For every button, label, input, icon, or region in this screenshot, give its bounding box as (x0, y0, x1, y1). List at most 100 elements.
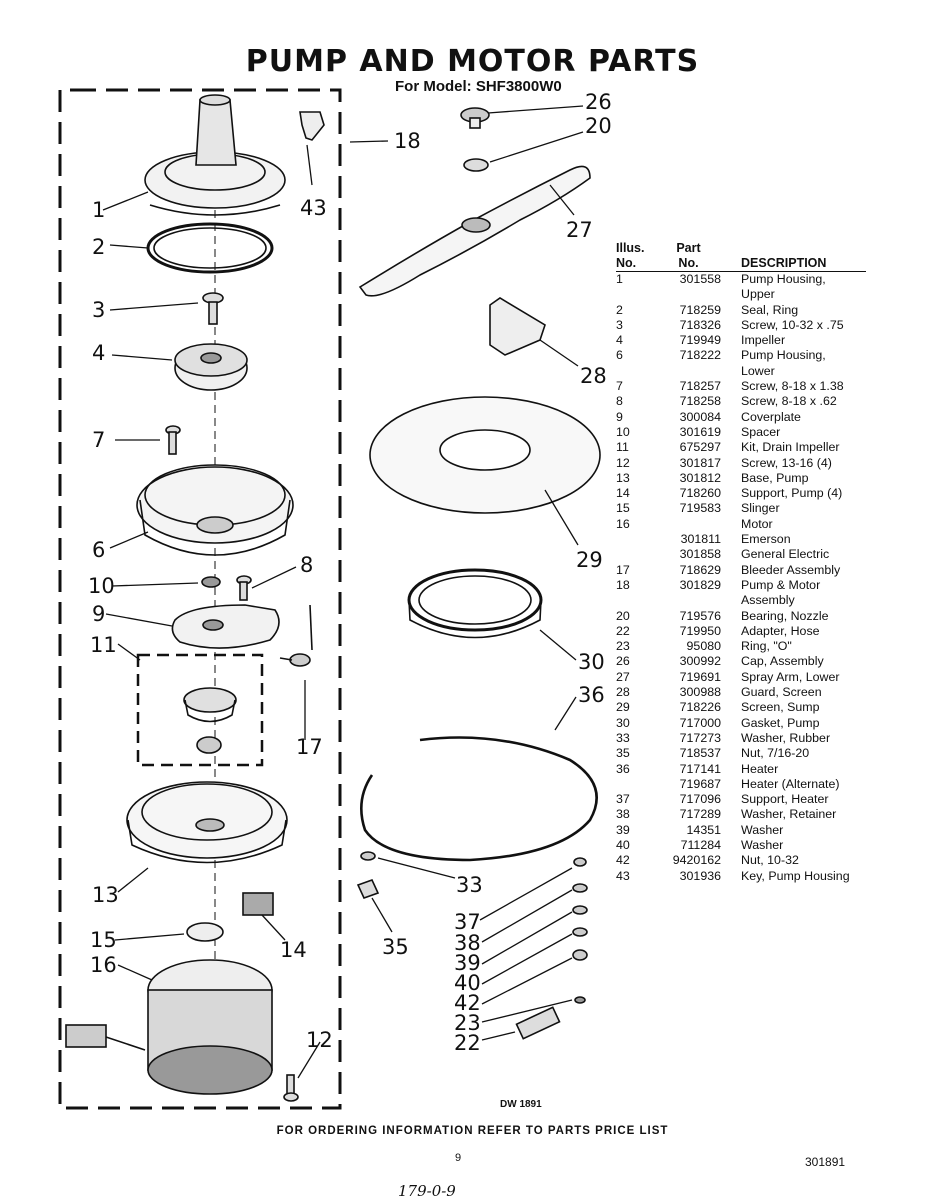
cell-description: General Electric (741, 547, 830, 562)
drawing-number: DW 1891 (500, 1099, 542, 1110)
cell-description: Motor (741, 516, 773, 531)
cell-illus-no: 14 (616, 486, 630, 501)
cell-part-no: 301812 (679, 470, 721, 485)
callout-29: 29 (576, 548, 603, 572)
table-row: 26 300992 Cap, Assembly (616, 654, 866, 669)
cell-part-no: 718629 (679, 562, 721, 577)
cell-description: Coverplate (741, 409, 801, 424)
cell-description: Assembly (741, 593, 795, 608)
screw-part-7 (165, 425, 181, 455)
pump-base-part (126, 781, 288, 864)
callout-20: 20 (585, 114, 612, 138)
heater-part (359, 736, 598, 862)
cell-illus-no: 11 (616, 440, 629, 455)
cell-illus-no: 1 (616, 272, 623, 286)
cap-assembly-part (460, 107, 490, 129)
cell-description: Screw, 10-32 x .75 (741, 317, 844, 332)
cell-part-no: 719691 (679, 669, 721, 684)
heater-hardware-stack (572, 857, 588, 961)
cell-description: Nut, 10-32 (741, 853, 799, 868)
cell-part-no: 717289 (679, 807, 721, 822)
cell-description: Lower (741, 363, 775, 378)
callout-38: 38 (454, 931, 481, 955)
table-row: Upper (616, 287, 866, 302)
upper-pump-housing-part (144, 94, 286, 216)
callout-35: 35 (382, 935, 409, 959)
motor-part (65, 959, 273, 1095)
cell-part-no (656, 364, 731, 379)
callout-10: 10 (88, 574, 115, 598)
coverplate-part (171, 604, 280, 649)
cell-description: Seal, Ring (741, 302, 799, 317)
cell-part-no: 301936 (679, 868, 721, 883)
cell-illus-no: 20 (616, 608, 630, 623)
callout-43: 43 (300, 196, 327, 220)
cell-part-no: 718222 (679, 348, 721, 363)
callout-11: 11 (90, 633, 117, 657)
cell-description: Washer, Retainer (741, 807, 837, 822)
cell-illus-no: 13 (616, 470, 630, 485)
cell-part-no: 718226 (679, 700, 721, 715)
cell-description: Nut, 7/16-20 (741, 746, 810, 761)
callout-39: 39 (454, 951, 481, 975)
parts-table-header: Illus. No. Part No. DESCRIPTION (616, 241, 866, 272)
leader-lines (102, 105, 584, 1079)
sump-screen-part (369, 396, 601, 514)
callout-13: 13 (92, 883, 119, 907)
cell-part-no: 300084 (679, 409, 721, 424)
cell-illus-no: 26 (616, 654, 630, 669)
cell-illus-no: 30 (616, 715, 630, 730)
cell-part-no: 95080 (686, 639, 721, 654)
cell-part-no: 717000 (679, 715, 721, 730)
callout-37: 37 (454, 910, 481, 934)
hose-adapter-part (515, 996, 586, 1040)
cell-illus-no: 42 (616, 853, 630, 868)
cell-description: Emerson (741, 532, 791, 547)
ordering-info-note: FOR ORDERING INFORMATION REFER TO PARTS … (276, 1125, 669, 1137)
model-subtitle: For Model: SHF3800W0 (395, 78, 562, 95)
screw-part (202, 292, 224, 325)
cell-description: Heater (741, 761, 779, 776)
cell-part-no: 719583 (679, 501, 721, 516)
cell-part-no: 717096 (679, 792, 721, 807)
cell-description: Cap, Assembly (741, 654, 824, 669)
cell-illus-no: 23 (616, 639, 630, 654)
callout-6: 6 (92, 538, 106, 562)
cell-illus-no: 36 (616, 761, 630, 776)
cell-description: Impeller (741, 333, 786, 348)
cell-description: Kit, Drain Impeller (741, 440, 840, 455)
cell-part-no: 717141 (679, 761, 721, 776)
callout-18: 18 (394, 129, 421, 153)
cell-part-no: 300992 (679, 654, 721, 669)
bleeder-assembly-part (279, 604, 313, 667)
seal-ring-part (146, 222, 274, 274)
cell-illus-no: 17 (616, 562, 630, 577)
cell-description: Washer, Rubber (741, 730, 831, 745)
callout-3: 3 (92, 298, 106, 322)
callout-7: 7 (92, 428, 106, 452)
cell-part-no (656, 287, 731, 302)
cell-illus-no: 10 (616, 424, 630, 439)
cell-description: Pump Housing, (741, 348, 826, 363)
table-row: Assembly (616, 593, 866, 608)
impeller-part (174, 343, 248, 391)
callout-23: 23 (454, 1011, 481, 1035)
callout-28: 28 (580, 364, 607, 388)
callout-33: 33 (456, 873, 483, 897)
nozzle-bearing-part (463, 158, 489, 172)
cell-part-no: 718537 (679, 746, 721, 761)
